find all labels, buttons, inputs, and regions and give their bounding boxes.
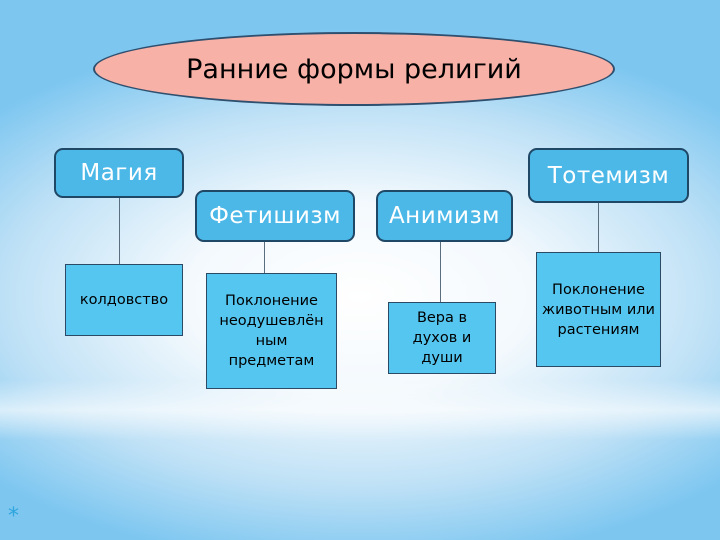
background-glow <box>0 380 720 440</box>
connector-fetishism <box>264 242 265 273</box>
form-animism-description: Вера в духов и души <box>388 302 496 374</box>
form-animism-header: Анимизм <box>376 190 513 242</box>
form-fetishism-header: Фетишизм <box>195 190 355 242</box>
form-totemism-description: Поклонение животным или растениям <box>536 252 661 367</box>
slide-bullet-icon: * <box>8 504 19 529</box>
diagram-title: Ранние формы религий <box>93 32 615 106</box>
form-totemism-header: Тотемизм <box>528 148 689 203</box>
form-fetishism-description: Поклонение неодушевлён ным предметам <box>206 273 337 389</box>
form-magic-header: Магия <box>54 148 184 198</box>
connector-magic <box>119 198 120 264</box>
connector-animism <box>440 242 441 302</box>
form-magic-description: колдовство <box>65 264 183 336</box>
connector-totemism <box>598 203 599 252</box>
